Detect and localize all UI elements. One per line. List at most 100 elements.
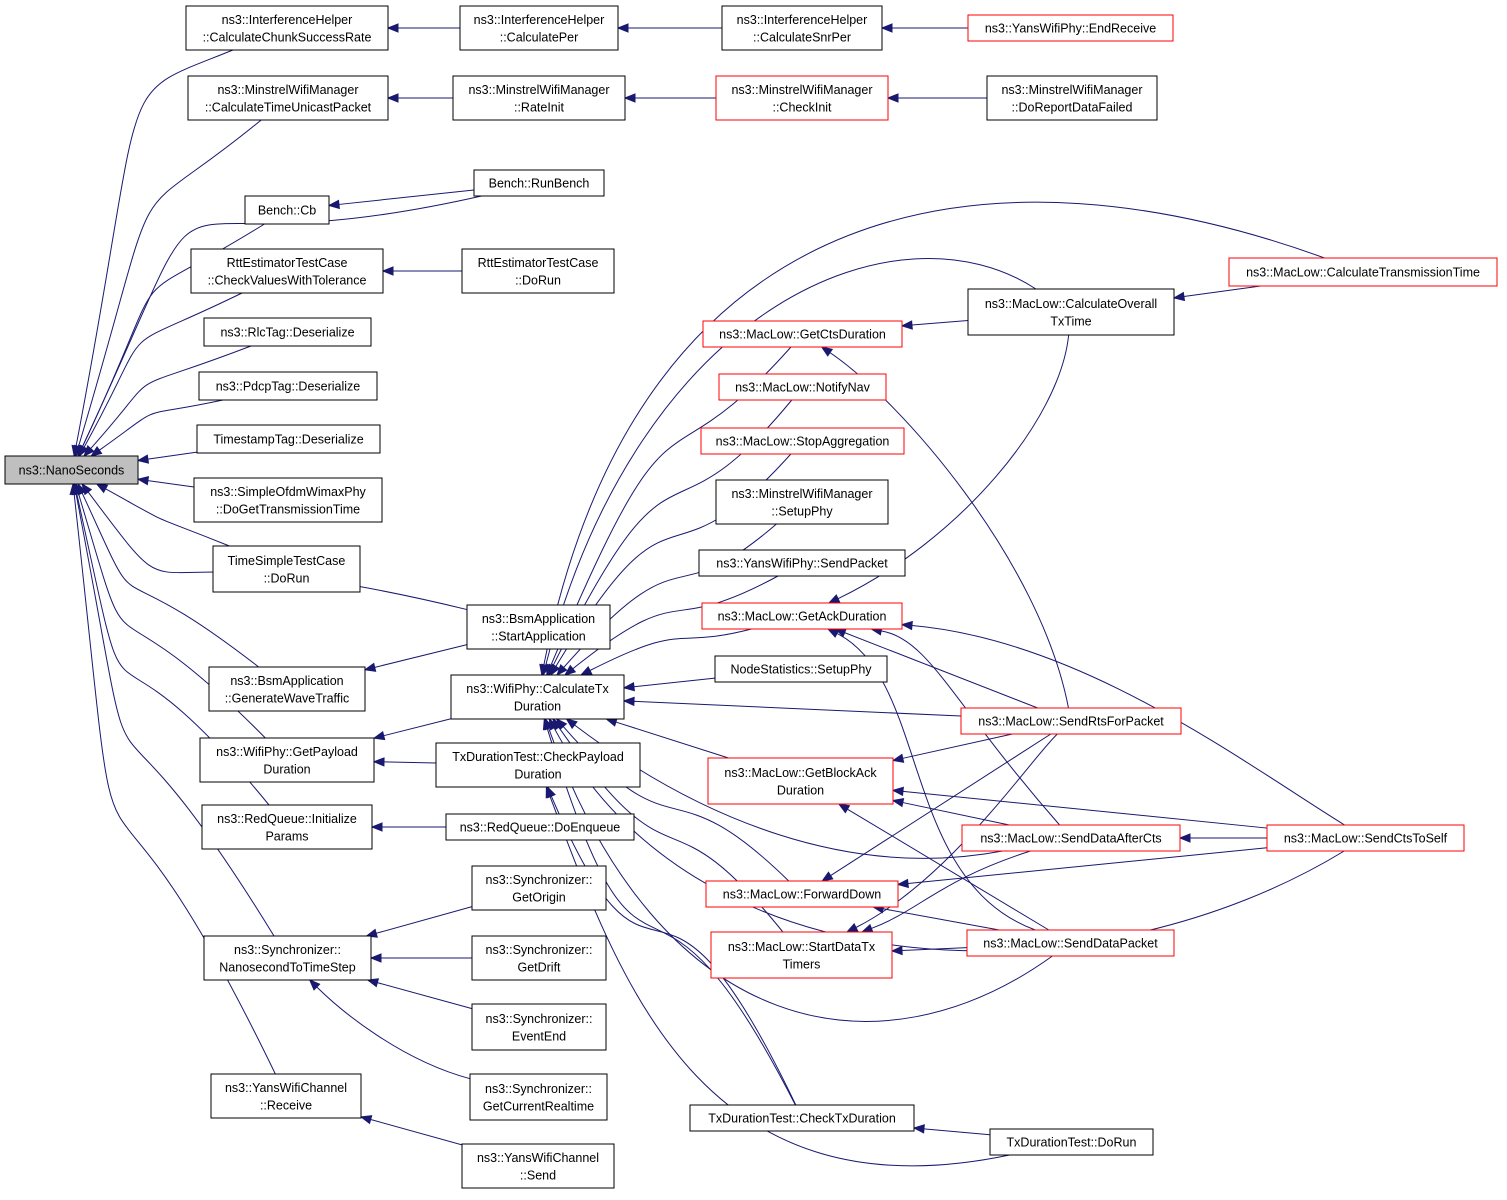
node-mlsendrts[interactable]: ns3::MacLow::SendRtsForPacket [960, 707, 1182, 735]
node-box[interactable] [450, 674, 625, 720]
node-box[interactable] [698, 549, 906, 577]
node-txdchecktx[interactable]: TxDurationTest::CheckTxDuration [689, 1104, 915, 1132]
node-runbench[interactable]: Bench::RunBench [473, 169, 605, 197]
node-box[interactable] [185, 5, 389, 51]
node-mwdorep[interactable]: ns3::MinstrelWifiManager::DoReportDataFa… [986, 75, 1158, 121]
node-ihcsnr[interactable]: ns3::InterferenceHelper::CalculateSnrPer [721, 5, 883, 51]
node-box[interactable] [986, 75, 1158, 121]
node-mlfwd[interactable]: ns3::MacLow::ForwardDown [705, 880, 899, 908]
node-redenq[interactable]: ns3::RedQueue::DoEnqueue [445, 813, 635, 841]
node-box[interactable] [967, 288, 1175, 336]
node-box[interactable] [466, 604, 611, 650]
node-bsmgen[interactable]: ns3::BsmApplication::GenerateWaveTraffic [208, 666, 366, 712]
node-box[interactable] [967, 14, 1174, 42]
node-box[interactable] [461, 1143, 615, 1189]
node-box[interactable] [190, 248, 384, 294]
node-box[interactable] [702, 320, 903, 348]
node-benchcb[interactable]: Bench::Cb [244, 195, 330, 225]
node-rlctag[interactable]: ns3::RlcTag::Deserialize [203, 317, 372, 347]
node-box[interactable] [714, 655, 888, 683]
node-mlsenddata[interactable]: ns3::MacLow::SendDataPacket [966, 929, 1175, 957]
node-nodestat[interactable]: NodeStatistics::SetupPhy [714, 655, 888, 683]
node-mlgetcts[interactable]: ns3::MacLow::GetCtsDuration [702, 320, 903, 348]
node-ihccsr[interactable]: ns3::InterferenceHelper::CalculateChunkS… [185, 5, 389, 51]
node-box[interactable] [208, 666, 366, 712]
node-box[interactable] [203, 935, 372, 981]
node-box[interactable] [1228, 257, 1498, 287]
node-box[interactable] [715, 75, 889, 121]
node-ihcper[interactable]: ns3::InterferenceHelper::CalculatePer [459, 5, 619, 51]
node-box[interactable] [989, 1128, 1154, 1156]
node-syncend[interactable]: ns3::Synchronizer::EventEnd [471, 1003, 607, 1051]
node-yanschrecv[interactable]: ns3::YansWifiChannel::Receive [210, 1073, 362, 1119]
node-mlcalctrans[interactable]: ns3::MacLow::CalculateTransmissionTime [1228, 257, 1498, 287]
node-box[interactable] [689, 1104, 915, 1132]
node-box[interactable] [471, 935, 607, 981]
node-box[interactable] [707, 757, 894, 805]
node-box[interactable] [244, 195, 330, 225]
node-tstag[interactable]: TimestampTag::Deserialize [196, 424, 381, 454]
node-mwrate[interactable]: ns3::MinstrelWifiManager::RateInit [452, 75, 626, 121]
node-mwctup[interactable]: ns3::MinstrelWifiManager::CalculateTimeU… [187, 75, 389, 121]
node-yanschsend[interactable]: ns3::YansWifiChannel::Send [461, 1143, 615, 1189]
node-mlsenddac[interactable]: ns3::MacLow::SendDataAfterCts [961, 824, 1181, 852]
node-box[interactable] [210, 1073, 362, 1119]
node-pdcptag[interactable]: ns3::PdcpTag::Deserialize [198, 371, 378, 401]
node-box[interactable] [201, 804, 373, 850]
node-box[interactable] [461, 248, 615, 294]
node-box[interactable] [705, 880, 899, 908]
node-simpleofdm[interactable]: ns3::SimpleOfdmWimaxPhy::DoGetTransmissi… [193, 477, 383, 523]
node-box[interactable] [966, 929, 1175, 957]
node-box[interactable] [4, 455, 139, 485]
node-ywsendpkt[interactable]: ns3::YansWifiPhy::SendPacket [698, 549, 906, 577]
node-box[interactable] [193, 477, 383, 523]
node-box[interactable] [445, 813, 635, 841]
node-mlgetack[interactable]: ns3::MacLow::GetAckDuration [701, 602, 903, 630]
node-box[interactable] [715, 479, 889, 525]
node-rttdorun[interactable]: RttEstimatorTestCase::DoRun [461, 248, 615, 294]
node-syncnano[interactable]: ns3::Synchronizer::NanosecondToTimeStep [203, 935, 372, 981]
node-box[interactable] [710, 931, 893, 979]
node-box[interactable] [187, 75, 389, 121]
node-box[interactable] [459, 5, 619, 51]
node-box[interactable] [473, 169, 605, 197]
node-box[interactable] [203, 317, 372, 347]
node-yansend[interactable]: ns3::YansWifiPhy::EndReceive [967, 14, 1174, 42]
node-txddorun[interactable]: TxDurationTest::DoRun [989, 1128, 1154, 1156]
node-box[interactable] [198, 371, 378, 401]
node-box[interactable] [469, 1073, 608, 1121]
node-box[interactable] [701, 602, 903, 630]
node-box[interactable] [960, 707, 1182, 735]
node-box[interactable] [961, 824, 1181, 852]
node-box[interactable] [196, 424, 381, 454]
node-mwcheck[interactable]: ns3::MinstrelWifiManager::CheckInit [715, 75, 889, 121]
node-syncorigin[interactable]: ns3::Synchronizer::GetOrigin [471, 865, 607, 911]
node-box[interactable] [471, 865, 607, 911]
node-box[interactable] [435, 742, 641, 788]
node-box[interactable] [1266, 824, 1465, 852]
node-box[interactable] [212, 545, 361, 593]
node-box[interactable] [452, 75, 626, 121]
node-nano[interactable]: ns3::NanoSeconds [4, 455, 139, 485]
node-timesimple[interactable]: TimeSimpleTestCase::DoRun [212, 545, 361, 593]
node-box[interactable] [718, 373, 887, 401]
node-synccur[interactable]: ns3::Synchronizer::GetCurrentRealtime [469, 1073, 608, 1121]
node-box[interactable] [199, 737, 375, 783]
node-rttcheck[interactable]: RttEstimatorTestCase::CheckValuesWithTol… [190, 248, 384, 294]
node-mwsetup[interactable]: ns3::MinstrelWifiManager::SetupPhy [715, 479, 889, 525]
node-mlsendcts[interactable]: ns3::MacLow::SendCtsToSelf [1266, 824, 1465, 852]
node-mlnotify[interactable]: ns3::MacLow::NotifyNav [718, 373, 887, 401]
node-box[interactable] [471, 1003, 607, 1051]
node-box[interactable] [700, 427, 905, 455]
node-bsmstart[interactable]: ns3::BsmApplication::StartApplication [466, 604, 611, 650]
node-mlstopagg[interactable]: ns3::MacLow::StopAggregation [700, 427, 905, 455]
node-box[interactable] [721, 5, 883, 51]
node-syncdrift[interactable]: ns3::Synchronizer::GetDrift [471, 935, 607, 981]
